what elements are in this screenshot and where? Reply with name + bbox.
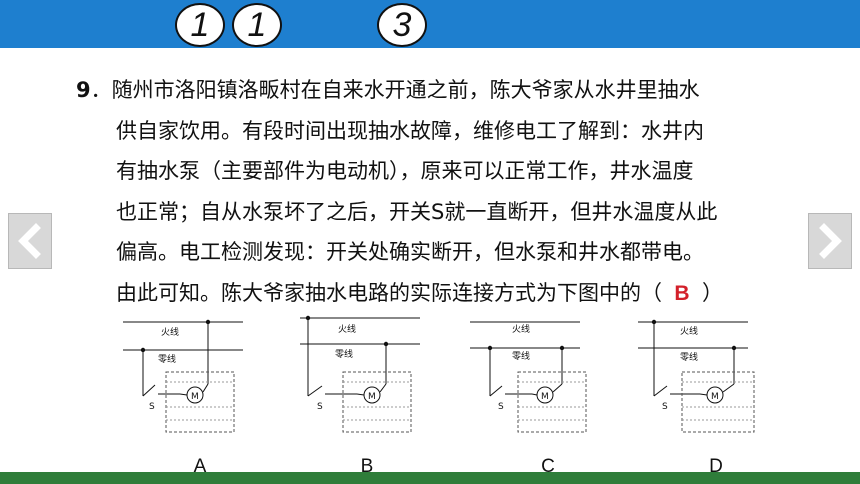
next-slide-button[interactable] xyxy=(808,213,852,269)
question-line-5: 偏高。电工检测发现：开关处确实断开，但水泵和井水都带电。 xyxy=(116,240,704,264)
top-banner xyxy=(0,0,860,48)
header-number-2: 1 xyxy=(232,3,282,47)
svg-text:零线: 零线 xyxy=(158,353,176,365)
svg-text:零线: 零线 xyxy=(512,350,530,362)
question-line-2: 供自家饮用。有段时间出现抽水故障，维修电工了解到：水井内 xyxy=(116,118,704,143)
option-a-label: A xyxy=(193,456,207,477)
svg-text:S: S xyxy=(498,402,504,412)
header-number-3: 3 xyxy=(377,3,427,47)
header-number-1: 1 xyxy=(175,3,225,47)
chevron-left-icon xyxy=(18,223,41,259)
svg-text:零线: 零线 xyxy=(335,348,353,360)
question-line-1: 9．随州市洛阳镇洛畈村在自来水开通之前，陈大爷家从水井里抽水 xyxy=(76,78,700,102)
svg-text:M: M xyxy=(368,392,376,402)
svg-text:M: M xyxy=(191,392,199,402)
option-d-label: D xyxy=(709,456,723,477)
question-number: 9 xyxy=(76,78,91,102)
question-line-6: 由此可知。陈大爷家抽水电路的实际连接方式为下图中的（B） xyxy=(76,273,796,315)
circuit-diagram-a: 火线 零线 S M xyxy=(118,312,298,447)
question-line-4: 也正常；自从水泵坏了之后，开关S就一直断开，但井水温度从此 xyxy=(116,199,718,224)
bottom-banner xyxy=(0,472,860,484)
question-line-3: 有抽水泵（主要部件为电动机），原来可以正常工作，井水温度 xyxy=(116,159,694,183)
option-b-label: B xyxy=(360,456,374,477)
circuit-diagram-d: 火线 零线 S M xyxy=(638,312,818,447)
option-c-label: C xyxy=(541,456,555,477)
prev-slide-button[interactable] xyxy=(8,213,52,269)
svg-text:M: M xyxy=(541,392,549,402)
question-text: 9．随州市洛阳镇洛畈村在自来水开通之前，陈大爷家从水井里抽水 供自家饮用。有段时… xyxy=(76,70,796,314)
svg-text:S: S xyxy=(149,402,155,412)
svg-text:M: M xyxy=(711,392,719,402)
circuit-diagram-b: 火线 零线 S M xyxy=(295,312,475,447)
answer-mark: B xyxy=(674,281,690,305)
svg-text:S: S xyxy=(317,402,323,412)
svg-text:S: S xyxy=(662,402,668,412)
svg-text:零线: 零线 xyxy=(680,351,698,363)
svg-text:火线: 火线 xyxy=(161,326,179,338)
svg-text:火线: 火线 xyxy=(512,323,530,335)
svg-text:火线: 火线 xyxy=(680,325,698,337)
chevron-right-icon xyxy=(819,223,842,259)
circuit-diagram-c: 火线 零线 S M xyxy=(470,312,650,447)
svg-text:火线: 火线 xyxy=(338,323,356,335)
